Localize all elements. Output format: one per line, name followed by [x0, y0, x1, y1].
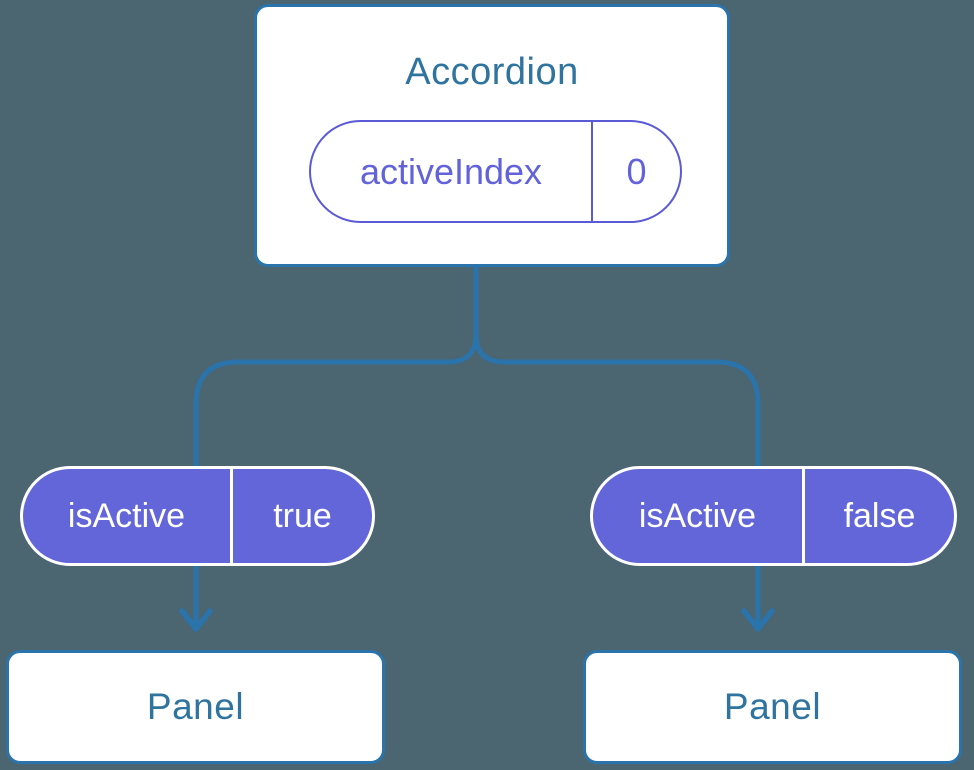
panel-component-card-left: Panel: [6, 650, 385, 764]
prop-pill-left: isActive true: [20, 466, 375, 566]
tree-edge-right: [473, 333, 761, 627]
tree-edge-left: [193, 267, 479, 627]
state-pill: activeIndex 0: [309, 120, 682, 223]
prop-name: isActive: [23, 469, 233, 563]
prop-value: true: [273, 496, 332, 535]
component-title: Panel: [146, 686, 245, 727]
arrowhead-down-left-icon: [179, 608, 213, 632]
arrowhead-down-right-icon: [741, 608, 775, 632]
component-title: Panel: [723, 686, 822, 727]
prop-value: false: [843, 496, 916, 535]
component-title: Accordion: [405, 51, 579, 93]
prop-pill-right: isActive false: [590, 466, 957, 566]
state-value: 0: [626, 150, 647, 192]
prop-name: isActive: [593, 469, 805, 563]
state-name: activeIndex: [311, 122, 593, 221]
accordion-component-card: Accordion activeIndex 0: [254, 4, 730, 267]
panel-component-card-right: Panel: [583, 650, 962, 764]
